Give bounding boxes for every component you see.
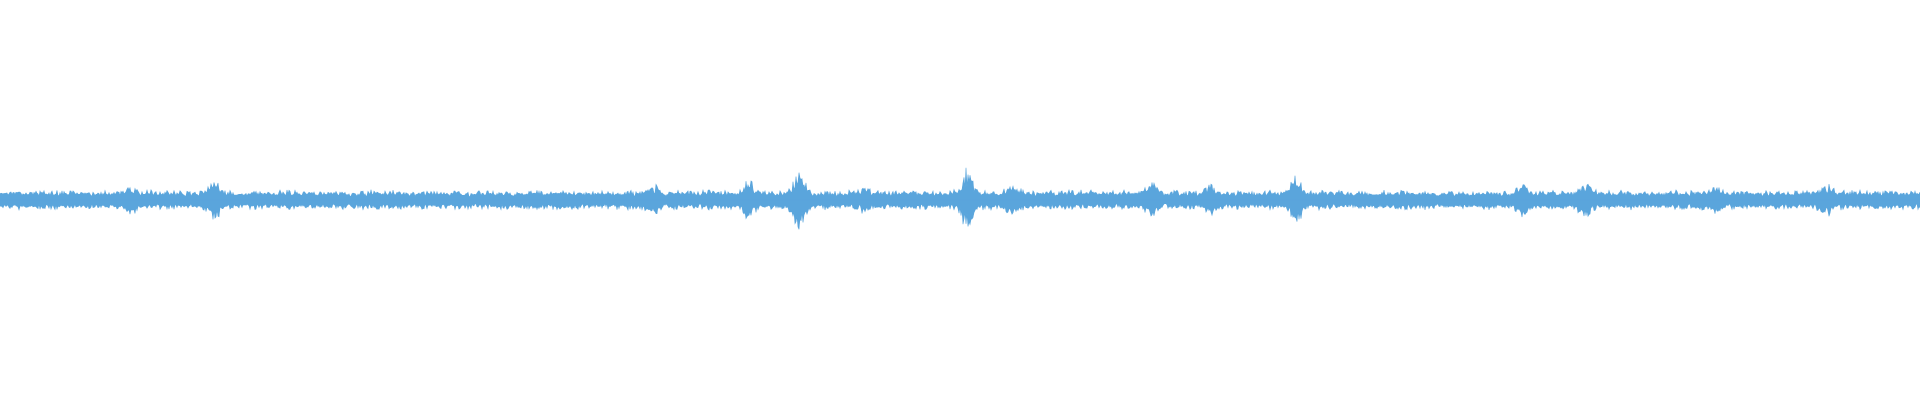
- waveform-path: [0, 167, 1920, 230]
